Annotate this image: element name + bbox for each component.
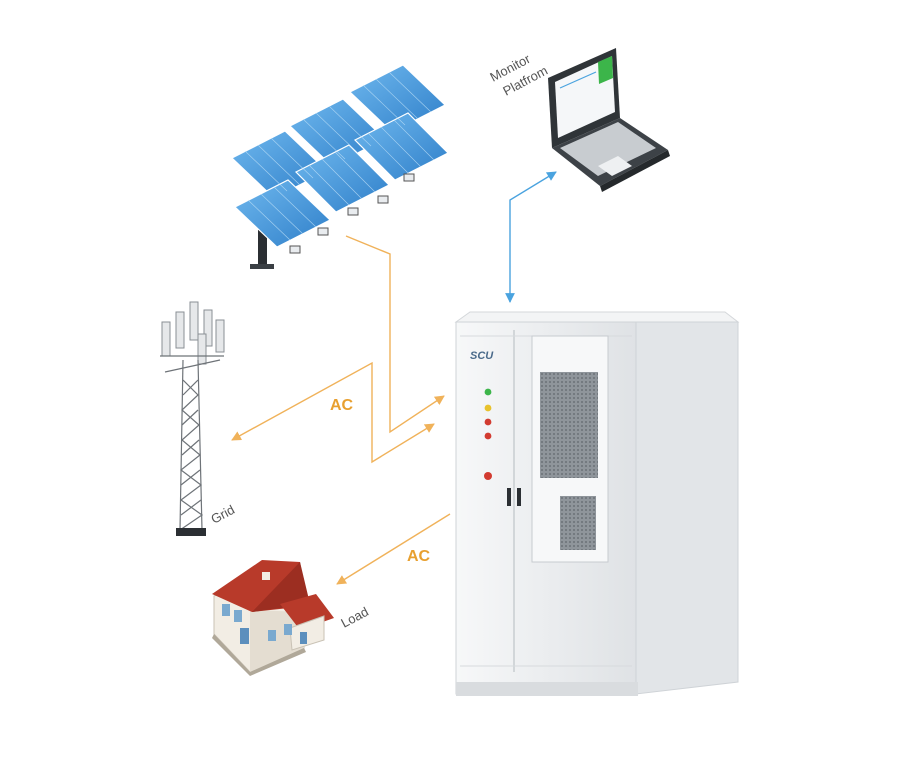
- solar-panel-array-icon: [230, 64, 450, 269]
- ac-label-upper: AC: [330, 397, 354, 414]
- ac-label-lower: AC: [407, 548, 431, 565]
- grid-label: Grid: [208, 502, 237, 527]
- cabinet-brand-logo: SCU: [470, 350, 494, 362]
- grid-tower-icon: [160, 301, 225, 536]
- solar-ac-line: [345, 235, 445, 434]
- load-label: Load: [338, 604, 371, 631]
- monitor-comm-line: [505, 171, 557, 303]
- house-icon: [212, 560, 334, 676]
- laptop-icon: [548, 48, 670, 192]
- load-ac-line: [336, 513, 451, 585]
- energy-storage-cabinet-icon: [454, 311, 740, 696]
- grid-ac-line: [231, 361, 435, 464]
